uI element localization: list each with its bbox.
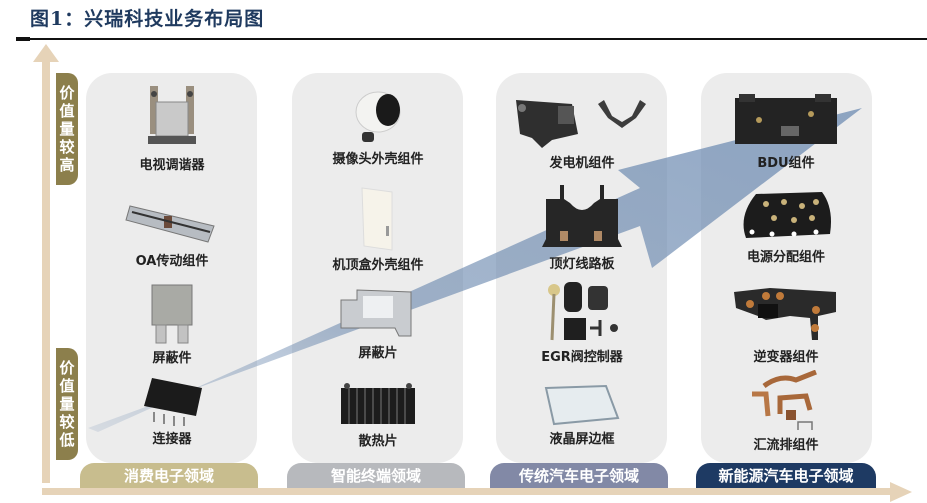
- product-shielding-sheet: 屏蔽片: [300, 288, 456, 361]
- product-label: 电源分配组件: [746, 250, 825, 265]
- tag-char: 量: [59, 395, 75, 413]
- egr-valve-controller-icon: [548, 282, 618, 341]
- figure-title: 图1：兴瑞科技业务布局图: [30, 8, 265, 30]
- title-divider: [16, 37, 927, 41]
- domain-tag-smart-terminal: 智能终端领域: [287, 463, 465, 488]
- dome-light-pcb-icon: [542, 185, 622, 247]
- oa-drive-icon: [125, 205, 215, 243]
- tag-char: 价: [59, 359, 75, 377]
- tag-char: 值: [59, 377, 75, 395]
- product-label: 电视调谐器: [139, 158, 205, 173]
- product-label: 机顶盒外壳组件: [332, 258, 424, 273]
- value-axis: [42, 58, 50, 483]
- lcd-frame-icon: [544, 384, 620, 426]
- tag-char: 较: [59, 138, 75, 156]
- settop-box-icon: [361, 187, 393, 251]
- tag-char: 低: [59, 431, 75, 449]
- product-label: 发电机组件: [549, 156, 615, 171]
- product-bdu-assembly: BDU组件: [704, 92, 868, 171]
- product-lcd-frame: 液晶屏边框: [500, 384, 664, 447]
- generator-assembly-icon: [516, 100, 646, 148]
- product-label: OA传动组件: [135, 254, 209, 269]
- power-distribution-icon: [743, 192, 831, 238]
- tv-tuner-icon: [148, 86, 196, 144]
- product-shielding-part: 屏蔽件: [120, 283, 224, 366]
- product-inverter-assembly: 逆变器组件: [704, 282, 868, 365]
- shielding-part-icon: [151, 284, 193, 344]
- product-settop-box-housing: 机顶盒外壳组件: [300, 186, 456, 273]
- product-label: 屏蔽件: [152, 351, 192, 366]
- product-camera-housing: 摄像头外壳组件: [300, 86, 456, 167]
- product-dome-light-pcb: 顶灯线路板: [500, 181, 664, 272]
- domain-tag-consumer-electronics: 消费电子领域: [80, 463, 258, 488]
- bdu-assembly-icon: [735, 94, 837, 144]
- product-label: 液晶屏边框: [549, 432, 615, 447]
- product-label: 散热片: [358, 434, 398, 449]
- domain-axis-arrow-icon: [890, 482, 912, 502]
- product-connector: 连接器: [120, 376, 224, 447]
- product-busbar-assembly: 汇流排组件: [704, 370, 868, 453]
- shielding-sheet-icon: [340, 289, 412, 337]
- product-generator-assembly: 发电机组件: [500, 94, 664, 171]
- inverter-assembly-icon: [734, 288, 836, 340]
- tag-char: 价: [59, 84, 75, 102]
- high-value-tag: 价 值 量 较 高: [56, 73, 78, 185]
- product-power-distribution: 电源分配组件: [704, 188, 868, 265]
- busbar-assembly-icon: [752, 370, 817, 430]
- tag-char: 量: [59, 120, 75, 138]
- heat-sink-icon: [341, 383, 415, 424]
- product-label: 汇流排组件: [753, 438, 819, 453]
- domain-tag-traditional-auto: 传统汽车电子领域: [490, 463, 668, 488]
- camera-housing-icon: [355, 91, 401, 142]
- product-label: 逆变器组件: [753, 350, 819, 365]
- product-tv-tuner: 电视调谐器: [120, 84, 224, 173]
- connector-icon: [144, 378, 202, 426]
- tag-char: 高: [59, 156, 75, 174]
- tag-char: 值: [59, 102, 75, 120]
- domain-tag-nev-electronics: 新能源汽车电子领域: [696, 463, 876, 488]
- product-label: BDU组件: [757, 156, 815, 171]
- product-oa-drive: OA传动组件: [120, 192, 224, 269]
- low-value-tag: 价 值 量 较 低: [56, 348, 78, 460]
- product-label: EGR阀控制器: [541, 350, 623, 365]
- product-label: 顶灯线路板: [549, 257, 615, 272]
- product-egr-valve-controller: EGR阀控制器: [500, 280, 664, 365]
- product-label: 摄像头外壳组件: [332, 152, 424, 167]
- value-axis-arrow-icon: [33, 44, 59, 62]
- product-label: 连接器: [152, 432, 192, 447]
- product-label: 屏蔽片: [358, 346, 398, 361]
- domain-axis: [42, 488, 892, 495]
- tag-char: 较: [59, 413, 75, 431]
- product-heat-sink: 散热片: [300, 380, 456, 449]
